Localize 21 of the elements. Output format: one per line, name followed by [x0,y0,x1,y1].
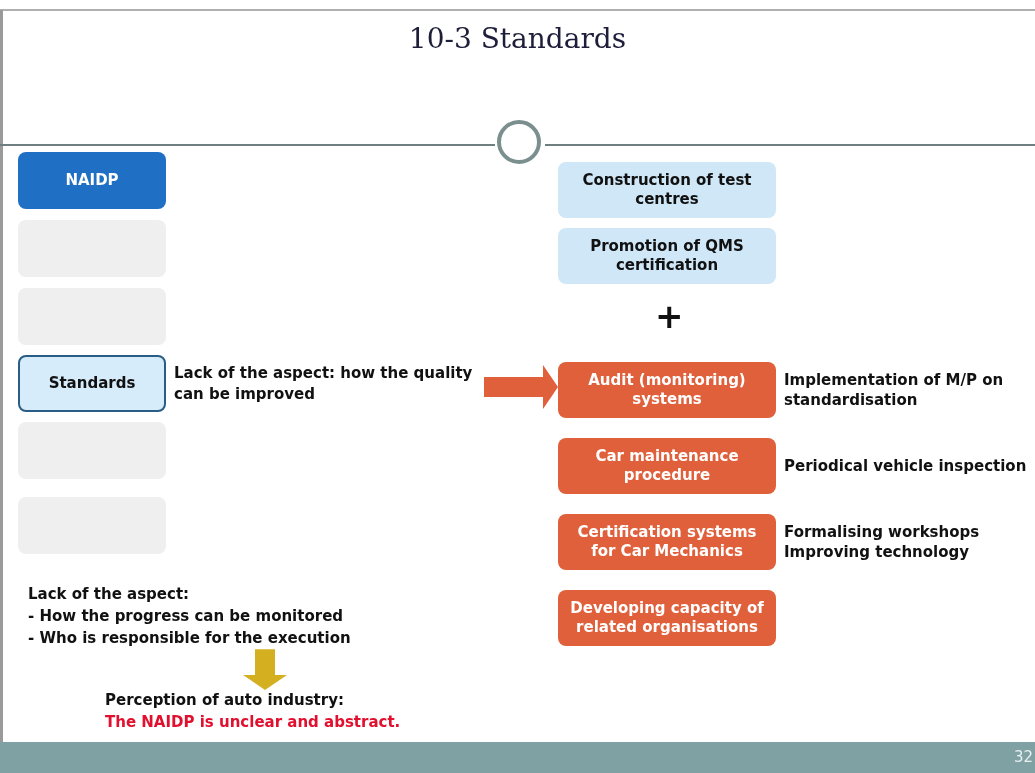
note-text: The NAIDP is unclear and abstract. [105,711,402,733]
note-text: - Who is responsible for the execution [28,627,352,649]
slide-title: 10-3 Standards [407,22,628,55]
process-box: Standards [18,355,166,412]
process-box: Certification systems for Car Mechanics [558,514,776,570]
side-note: Implementation of M/P on standardisation [784,369,1005,411]
note-text: - How the progress can be monitored [28,605,345,627]
side-note: Formalising workshops [784,521,981,542]
process-box: Car maintenance procedure [558,438,776,494]
side-note: Improving technology [784,542,971,563]
side-note: Lack of the aspect: how the quality can be improved [174,363,474,404]
process-box: Promotion of QMS certification [558,228,776,284]
note-text: Perception of auto industry: [105,690,345,711]
process-box: Developing capacity of related organisations [558,590,776,646]
note-text: Lack of the aspect: [28,584,191,605]
process-box: Construction of test centres [558,162,776,218]
process-box: Audit (monitoring) systems [558,362,776,418]
side-note: Periodical vehicle inspection [784,455,1028,477]
page-number: 32 [1013,748,1033,766]
process-box: NAIDP [18,152,166,209]
plus-sign: + [655,296,684,336]
